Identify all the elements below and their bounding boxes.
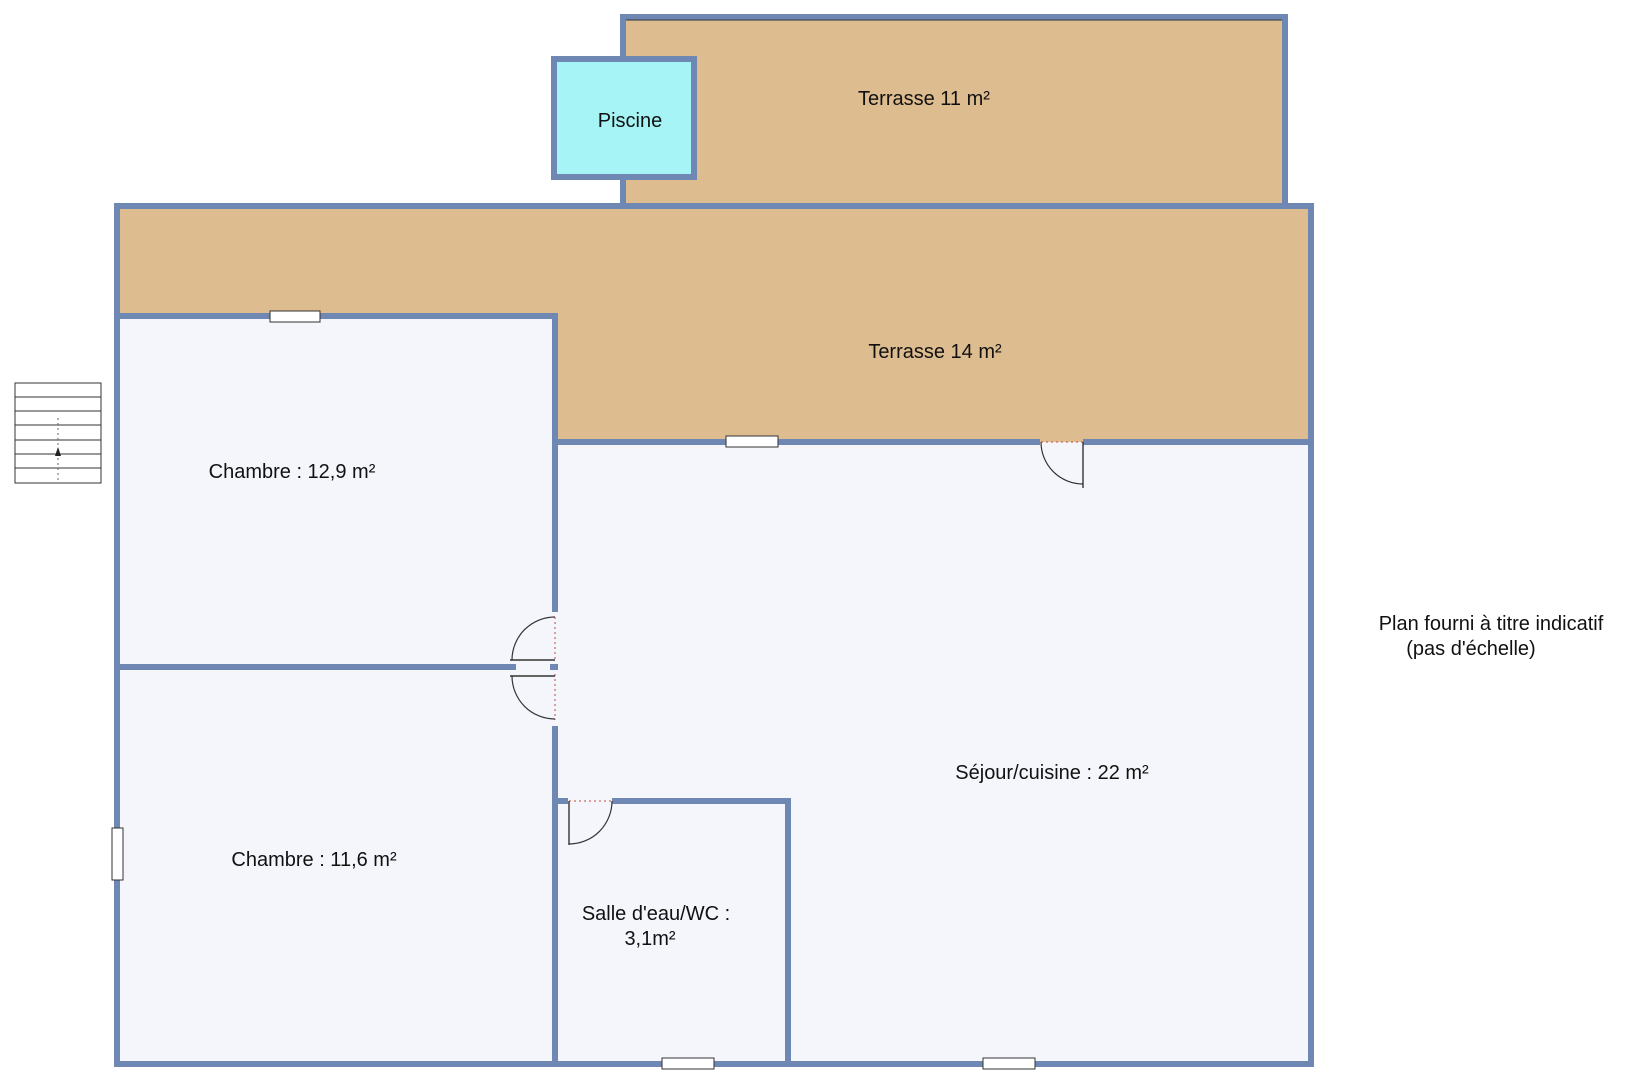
window-living-terrace — [725, 435, 779, 448]
note-line-2: (pas d'échelle) — [1406, 638, 1535, 660]
house-outline — [114, 203, 1314, 1067]
window-bedroom-1 — [269, 310, 321, 323]
window-living-bottom — [982, 1057, 1036, 1070]
pool — [551, 56, 697, 205]
label-salle-deau-line1: Salle d'eau/WC : — [582, 903, 730, 925]
stair-arrow-icon — [55, 447, 61, 456]
door-bedroom-2 — [510, 674, 556, 720]
label-chambre-2: Chambre : 11,6 m² — [231, 849, 397, 871]
windows — [111, 310, 1036, 1070]
label-piscine: Piscine — [598, 110, 662, 132]
door-bedroom-1 — [510, 616, 556, 662]
interior-walls — [117, 313, 1311, 1064]
note-line-1: Plan fourni à titre indicatif — [1379, 613, 1604, 635]
terrace-top — [620, 14, 1288, 203]
label-terrasse-main: Terrasse 14 m² — [868, 341, 1002, 363]
label-sejour: Séjour/cuisine : 22 m² — [955, 762, 1149, 784]
window-bedroom-2 — [111, 827, 124, 881]
door-terrace — [1040, 441, 1084, 488]
staircase — [14, 382, 102, 484]
doors — [510, 441, 1084, 845]
label-chambre-1: Chambre : 12,9 m² — [209, 461, 376, 483]
window-shower-room — [661, 1057, 715, 1070]
label-salle-deau-line2: 3,1m² — [624, 928, 675, 950]
label-terrasse-top: Terrasse 11 m² — [858, 88, 990, 110]
door-shower-room — [568, 800, 613, 845]
